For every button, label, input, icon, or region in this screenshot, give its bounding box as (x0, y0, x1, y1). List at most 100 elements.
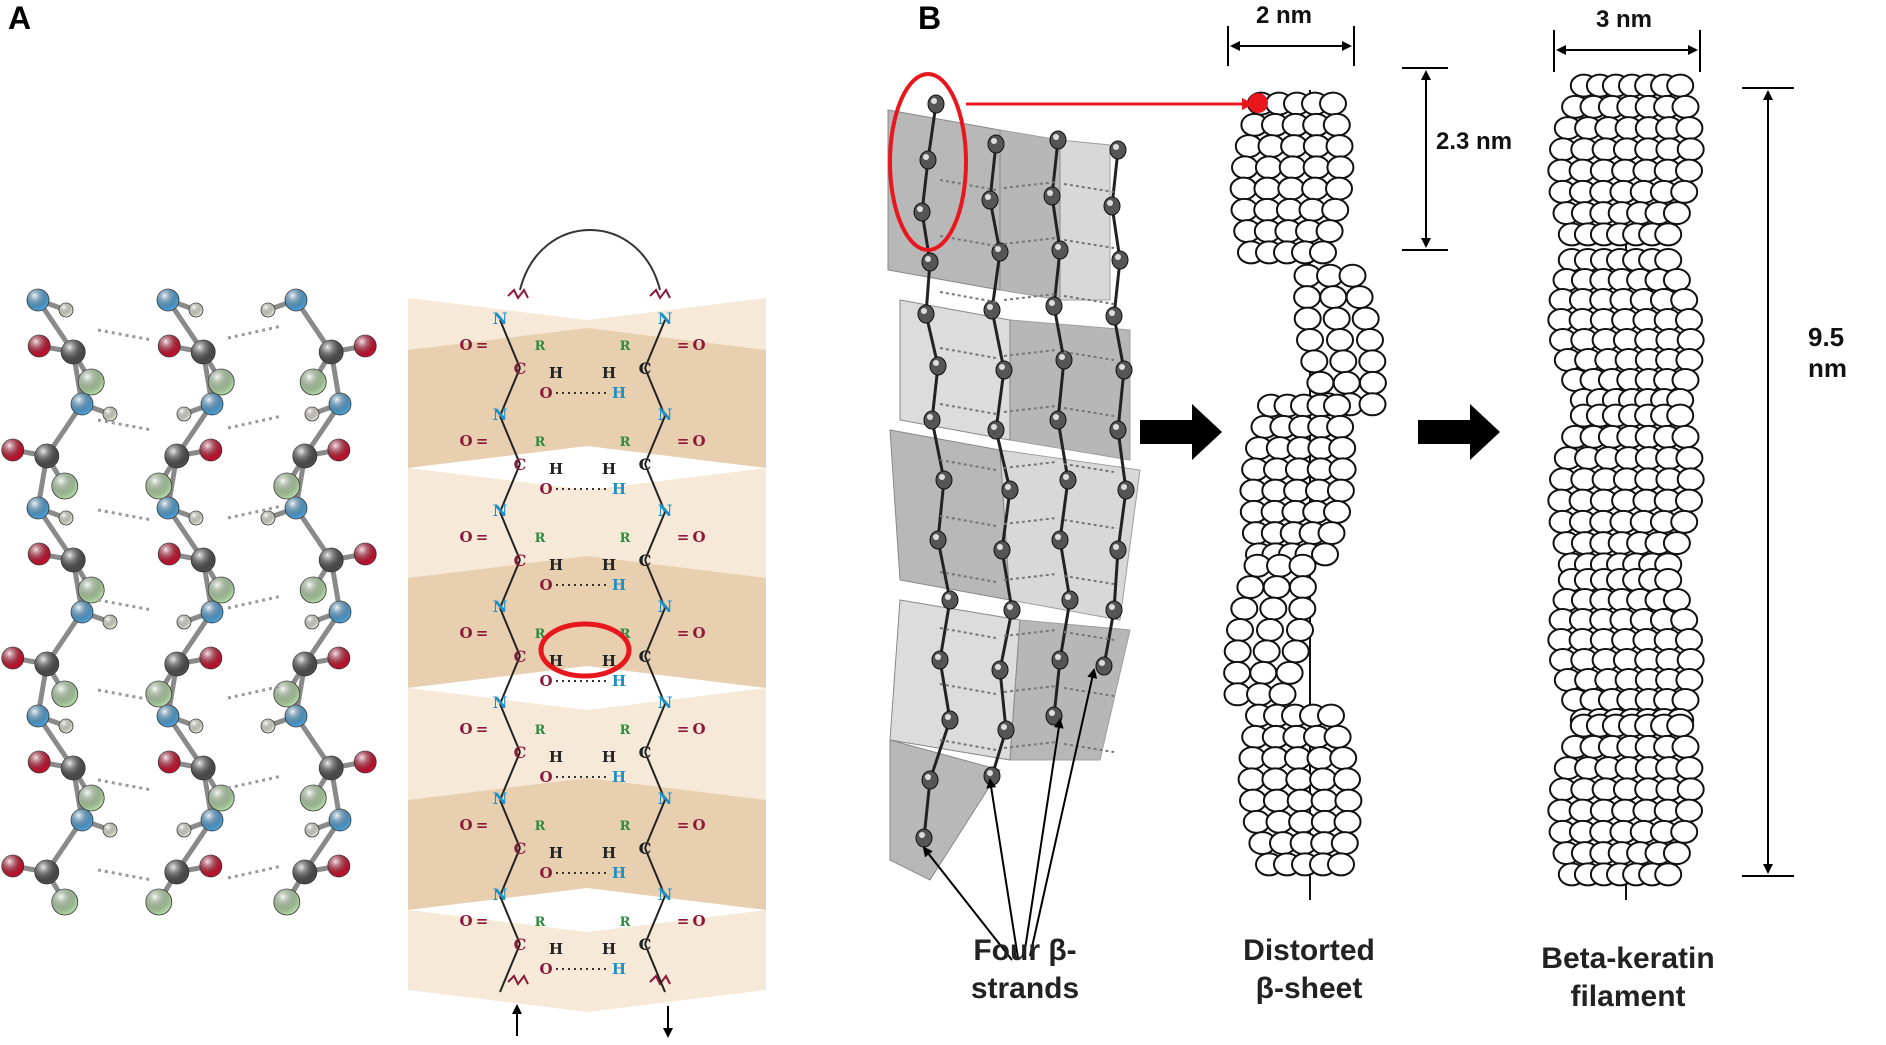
strand-atom (929, 530, 947, 550)
oxygen-atom-shine (158, 335, 181, 357)
backbone-bond (644, 751, 666, 801)
carbon-atom-shine (34, 860, 59, 884)
strand-hydrogen-bond (1063, 575, 1115, 585)
strand-atom (1043, 186, 1061, 206)
oxygen-atom-shine (1, 647, 24, 669)
strand-atom (983, 300, 1001, 320)
strand-backbone-bond (938, 599, 952, 661)
strand-atom (927, 94, 945, 114)
oxygen-atom-shine (327, 439, 350, 461)
atom-label-oxygen: O (539, 576, 552, 594)
atom-label-nitrogen: N (493, 405, 508, 424)
atom-label-oxygen: O (539, 480, 552, 498)
oxygen-atom-shine (327, 647, 350, 669)
strand-atom-shine (1119, 364, 1125, 370)
atom-label-carbon: C (514, 743, 527, 762)
sheet-residue (1230, 596, 1259, 621)
atom-label-oxygen: O (692, 624, 705, 642)
atom-label-side-chain: R (535, 627, 546, 642)
distorted-beta-sheet-model (1223, 90, 1387, 900)
strand-atom (921, 252, 939, 272)
atom-label-side-chain: R (620, 339, 631, 354)
atom-label-oxygen: O (539, 768, 552, 786)
atom-label-nitrogen: N (658, 597, 673, 616)
atom-label-hydrogen: H (612, 576, 626, 594)
strand-atom (1049, 410, 1067, 430)
double-bond: = (476, 816, 489, 834)
strand-hydrogen-bond (1063, 239, 1115, 249)
strand-atom-shine (1099, 660, 1105, 666)
caption-filament: Beta-keratin filament (1508, 940, 1748, 1016)
strand-atom (1051, 650, 1069, 670)
sheet-residue (1249, 660, 1278, 685)
sheet-residue (1311, 542, 1339, 567)
nitrogen-atom-shine (157, 289, 179, 311)
atom-label-hydrogen: H (602, 748, 616, 766)
strand-atom-shine (987, 770, 993, 776)
strand-backbone-bond (1000, 489, 1012, 551)
backbone-bond (644, 655, 666, 705)
side-chain-atom-shine (78, 577, 105, 603)
strand-atom-shine (995, 664, 1001, 670)
filament-residue (1654, 862, 1683, 887)
backbone-bond (499, 463, 521, 513)
sheet-residue (1293, 306, 1322, 331)
carbon-atom-shine (319, 756, 344, 780)
strand-atom-shine (927, 414, 933, 420)
sheet-residue (1332, 370, 1361, 395)
sheet-residue (1333, 809, 1362, 834)
atom-label-hydrogen: H (602, 652, 616, 670)
atom-label-hydrogen: H (602, 364, 616, 382)
atom-label-carbon: C (514, 359, 527, 378)
filament-residue (1670, 608, 1699, 632)
strand-atom-shine (945, 714, 951, 720)
strand-atom (919, 150, 937, 170)
sheet-residue (1323, 499, 1351, 524)
hydrogen-bond (97, 778, 153, 792)
backbone-bond (644, 895, 666, 945)
oxygen-atom-shine (28, 751, 51, 773)
strand-hydrogen-bond (1063, 295, 1115, 305)
strand-atom (941, 590, 959, 610)
strand-atom (915, 828, 933, 848)
carbon-atom-shine (61, 548, 86, 572)
atom-label-hydrogen: H (549, 556, 563, 574)
sheet-residue (1322, 112, 1351, 137)
sheet-residue (1262, 788, 1291, 813)
sheet-residue (1302, 155, 1331, 180)
atom-label-oxygen: O (539, 960, 552, 978)
strand-atom-shine (1053, 134, 1059, 140)
strand-backbone-bond (922, 779, 932, 839)
sheet-residue (1326, 155, 1355, 180)
sheet-residue (1319, 91, 1347, 116)
caption-four-strands-line2: strands (970, 972, 1080, 1005)
atom-label-side-chain: R (620, 627, 631, 642)
nitrogen-atom-shine (201, 809, 223, 831)
strand-backbone-bond (1058, 479, 1070, 541)
atom-label-carbon: C (514, 455, 527, 474)
filament-residue (1676, 137, 1705, 162)
sheet-residue (1328, 457, 1357, 482)
hydrogen-bond (227, 684, 283, 700)
oxygen-atom-shine (354, 751, 377, 773)
sheet-residue (1288, 553, 1317, 578)
sheet-residue (1278, 155, 1307, 180)
double-bond: = (677, 336, 690, 354)
filament-residue (1671, 734, 1700, 759)
sheet-residue (1306, 370, 1335, 395)
backbone-bond (499, 319, 521, 369)
hydrogen-bond (227, 504, 283, 520)
atom-label-hydrogen: H (612, 480, 626, 498)
atom-label-oxygen: O (692, 528, 705, 546)
double-bond: = (476, 336, 489, 354)
filament-residue (1671, 424, 1700, 449)
hydrogen-atom-shine (189, 511, 203, 525)
strand-atom-shine (919, 832, 925, 838)
hydrogen-atom-shine (305, 823, 319, 837)
strand-pleat-plane (1009, 319, 1131, 461)
atom-label-hydrogen: H (602, 460, 616, 478)
backbone-bond (644, 703, 666, 753)
hydrogen-atom-shine (177, 823, 191, 837)
sheet-residue (1310, 788, 1339, 813)
strand-atom (923, 410, 941, 430)
